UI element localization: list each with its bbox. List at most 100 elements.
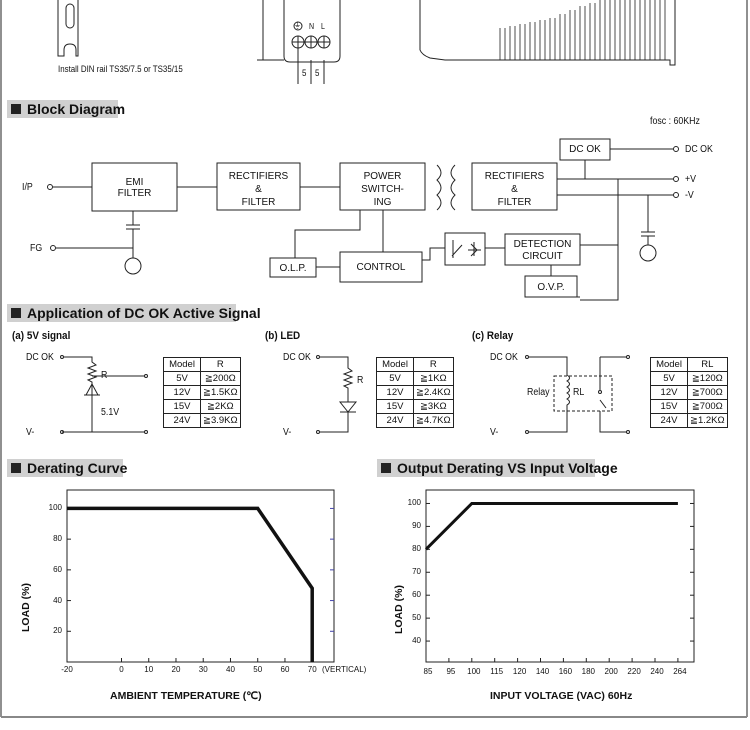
table-cell: 15V <box>163 399 201 414</box>
section-header-derating: Derating Curve <box>7 459 127 477</box>
table-row: 15V≧2KΩ <box>163 399 241 414</box>
chart-frames <box>66 489 695 663</box>
derating-curve-marks <box>66 506 334 662</box>
table-row: 12V≧1.5KΩ <box>163 385 241 400</box>
app-b-dcok: DC OK <box>283 352 311 363</box>
app-a-dcok: DC OK <box>26 352 54 363</box>
table-cell: R <box>413 357 454 372</box>
table-row: 15V≧3KΩ <box>376 399 454 414</box>
table-cell: ≧4.7KΩ <box>413 413 454 428</box>
table-cell: 24V <box>376 413 414 428</box>
x-tick-label: 40 <box>226 665 235 674</box>
table-row: 5V≧200Ω <box>163 371 241 386</box>
app-b-vminus: V- <box>283 427 292 438</box>
table-cell: 5V <box>650 371 688 386</box>
table-cell: ≧2KΩ <box>200 399 241 414</box>
x-tick-label: 0 <box>119 665 124 674</box>
table-row: 5V≧120Ω <box>650 371 728 386</box>
table-cell: 15V <box>650 399 688 414</box>
table-cell: 12V <box>376 385 414 400</box>
table-cell: ≧1.5KΩ <box>200 385 241 400</box>
y-tick-label: 40 <box>412 636 421 646</box>
output-plus-v: +V <box>685 174 697 185</box>
app-b-title: (b) LED <box>265 330 301 342</box>
app-a-title: (a) 5V signal <box>12 330 71 342</box>
y-tick-label: 80 <box>53 534 62 544</box>
table-cell: ≧120Ω <box>687 371 728 386</box>
x-tick-label: 20 <box>171 665 181 674</box>
y-tick-label: 40 <box>53 595 62 605</box>
input-derating-marks <box>424 501 694 662</box>
housing-drawing <box>419 0 676 66</box>
terminal-block-drawing <box>257 0 341 84</box>
input-label: I/P <box>22 182 33 193</box>
app-a-vminus: V- <box>26 427 35 438</box>
table-cell: ≧1KΩ <box>413 371 454 386</box>
table-cell: Model <box>376 357 414 372</box>
table-row: 5V≧1KΩ <box>376 371 454 386</box>
y-tick-label: 60 <box>412 590 421 600</box>
x-tick-label: 200 <box>604 667 618 676</box>
y-tick-label: 70 <box>412 567 421 577</box>
table-cell: ≧700Ω <box>687 385 728 400</box>
x-tick-label: 264 <box>673 667 687 676</box>
chart1-xlabel: AMBIENT TEMPERATURE (℃) <box>110 690 262 702</box>
x-tick-label: 120 <box>512 667 527 676</box>
table-cell: 24V <box>163 413 201 428</box>
x-tick-label: 60 <box>280 665 290 674</box>
table-row: 24V≧1.2KΩ <box>650 413 728 428</box>
chart2-xlabel: INPUT VOLTAGE (VAC) 60Hz <box>490 690 633 702</box>
x-tick-label: 140 <box>535 667 550 676</box>
table-cell: ≧700Ω <box>687 399 728 414</box>
x-tick-label: 180 <box>581 667 595 676</box>
olp-block: O.L.P. <box>279 263 307 274</box>
y-tick-label: 20 <box>53 626 62 636</box>
app-a-r: R <box>101 370 108 381</box>
x-tick-label: 85 <box>423 667 433 676</box>
app-a-zener: 5.1V <box>101 407 120 418</box>
table-cell: 12V <box>650 385 688 400</box>
table-row: 12V≧700Ω <box>650 385 728 400</box>
fg-label: FG <box>30 243 43 254</box>
table-row: 24V≧3.9KΩ <box>163 413 241 428</box>
app-c-rl: RL <box>573 387 585 398</box>
table-cell: RL <box>687 357 728 372</box>
fosc-label: fosc : 60KHz <box>650 116 700 127</box>
rectifiers-block-1: RECTIFIERS&FILTER <box>228 171 289 208</box>
app-b-r: R <box>357 375 364 386</box>
application-circuits <box>60 355 630 434</box>
table-row: 15V≧700Ω <box>650 399 728 414</box>
din-rail-drawing <box>57 0 79 57</box>
pitch-dim-2: 5 <box>315 68 320 78</box>
chart2-ylabel: LOAD (%) <box>393 585 405 634</box>
control-block: CONTROL <box>356 262 406 273</box>
x-tick-label: 100 <box>467 667 481 676</box>
dc-ok-block: DC OK <box>569 144 601 155</box>
table-cell: ≧3KΩ <box>413 399 454 414</box>
x-tick-label: 70 <box>307 665 317 674</box>
table-cell: ≧1.2KΩ <box>687 413 728 428</box>
app-c-vminus: V- <box>490 427 499 438</box>
table-cell: R <box>200 357 241 372</box>
table-cell: ≧200Ω <box>200 371 241 386</box>
section-header-block-diagram: Block Diagram <box>7 100 125 118</box>
output-minus-v: -V <box>685 190 694 201</box>
terminal-label-l: L <box>321 22 325 31</box>
y-tick-label: 90 <box>412 521 421 531</box>
table-cell: ≧3.9KΩ <box>200 413 241 428</box>
section-header-input-derating: Output Derating VS Input Voltage <box>377 459 618 477</box>
x-tick-label: 160 <box>558 667 573 676</box>
y-tick-label: 60 <box>53 564 62 574</box>
table-cell: 24V <box>650 413 688 428</box>
table-cell: 5V <box>376 371 414 386</box>
app-c-relay: Relay <box>527 387 550 398</box>
